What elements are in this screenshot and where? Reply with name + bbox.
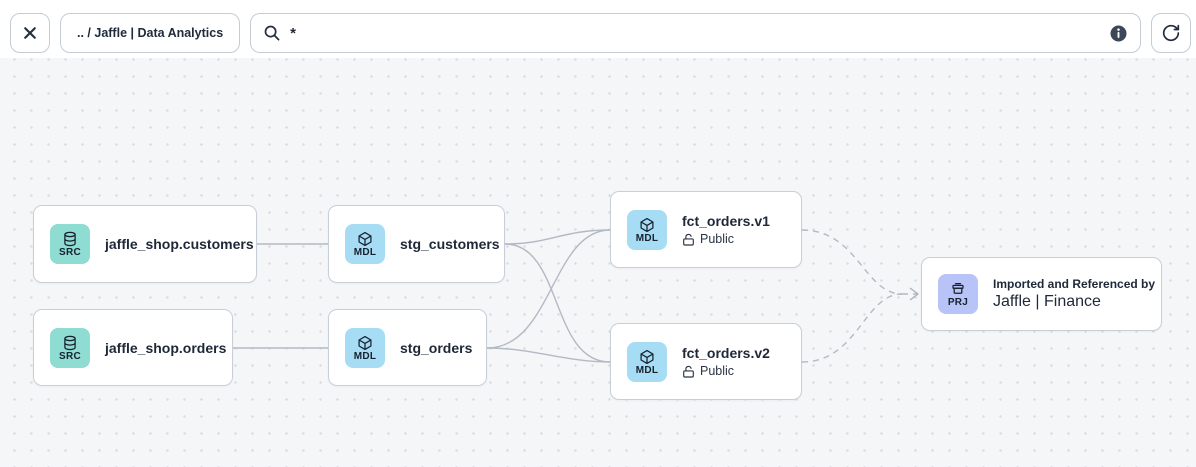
tile-badge: MDL <box>635 232 659 244</box>
source-tile: SRC <box>50 327 90 368</box>
info-icon[interactable] <box>1109 24 1128 43</box>
lock-open-icon <box>683 233 694 246</box>
node-title: fct_orders.v1 <box>682 213 770 229</box>
tile-badge: MDL <box>635 364 659 376</box>
node-fct-orders-v1[interactable]: MDL fct_orders.v1 Public <box>610 191 802 268</box>
node-title: jaffle_shop.customers <box>105 236 254 252</box>
access-label: Public <box>700 364 735 378</box>
edge-stgcustomers-to-v1 <box>504 229 611 245</box>
node-title: stg_orders <box>400 339 473 356</box>
node-title: Jaffle | Finance <box>993 293 1101 310</box>
tile-badge: SRC <box>58 350 81 362</box>
search-input[interactable] <box>290 24 1100 42</box>
node-stg-customers[interactable]: MDL stg_customers <box>328 205 505 283</box>
node-jaffle-shop-customers[interactable]: SRC jaffle_shop.customers <box>33 205 257 283</box>
refresh-button[interactable] <box>1151 13 1191 53</box>
database-icon <box>64 231 76 247</box>
breadcrumb-label: .. / Jaffle | Data Analytics <box>77 26 224 40</box>
close-button[interactable] <box>10 13 50 53</box>
model-tile: MDL <box>627 209 667 250</box>
model-tile: MDL <box>345 327 385 368</box>
cube-icon <box>640 217 654 232</box>
edge-arrowhead <box>909 287 919 301</box>
edge-v1-to-project <box>801 229 903 295</box>
edge-stgorders-to-v2 <box>486 347 611 363</box>
search-icon <box>264 25 280 41</box>
close-icon <box>24 27 36 39</box>
toolbar: .. / Jaffle | Data Analytics <box>0 0 1196 58</box>
edge-stgcustomers-to-v2 <box>504 243 611 363</box>
node-caption: Imported and Referenced by <box>993 277 1156 291</box>
access-badge: Public <box>682 364 770 378</box>
cube-icon <box>358 335 372 350</box>
lineage-canvas[interactable]: SRC jaffle_shop.customers SRC jaffle_sho… <box>0 58 1196 467</box>
search-box[interactable] <box>250 13 1141 53</box>
model-tile: MDL <box>627 341 667 382</box>
access-badge: Public <box>682 232 770 246</box>
tile-badge: PRJ <box>947 297 969 308</box>
node-stg-orders[interactable]: MDL stg_orders <box>328 309 487 386</box>
tile-badge: MDL <box>353 247 377 258</box>
breadcrumb[interactable]: .. / Jaffle | Data Analytics <box>60 13 241 53</box>
node-fct-orders-v2[interactable]: MDL fct_orders.v2 Public <box>610 323 802 400</box>
edge-stgorders-to-v1 <box>486 229 611 349</box>
tile-badge: SRC <box>58 247 81 258</box>
database-icon <box>64 335 76 350</box>
refresh-icon <box>1162 24 1180 42</box>
lock-open-icon <box>683 365 694 378</box>
cube-icon <box>640 349 654 364</box>
node-jaffle-finance-project[interactable]: PRJ Imported and Referenced by Jaffle | … <box>921 257 1162 331</box>
archive-box-icon <box>952 282 964 294</box>
access-label: Public <box>700 232 735 246</box>
cube-icon <box>358 231 372 247</box>
source-tile: SRC <box>50 224 90 264</box>
node-jaffle-shop-orders[interactable]: SRC jaffle_shop.orders <box>33 309 233 386</box>
tile-badge: MDL <box>353 350 377 362</box>
node-title: jaffle_shop.orders <box>105 339 227 356</box>
model-tile: MDL <box>345 224 385 264</box>
project-tile: PRJ <box>938 274 978 314</box>
node-title: stg_customers <box>400 236 500 252</box>
edge-v2-to-project <box>801 293 903 363</box>
node-title: fct_orders.v2 <box>682 345 770 361</box>
